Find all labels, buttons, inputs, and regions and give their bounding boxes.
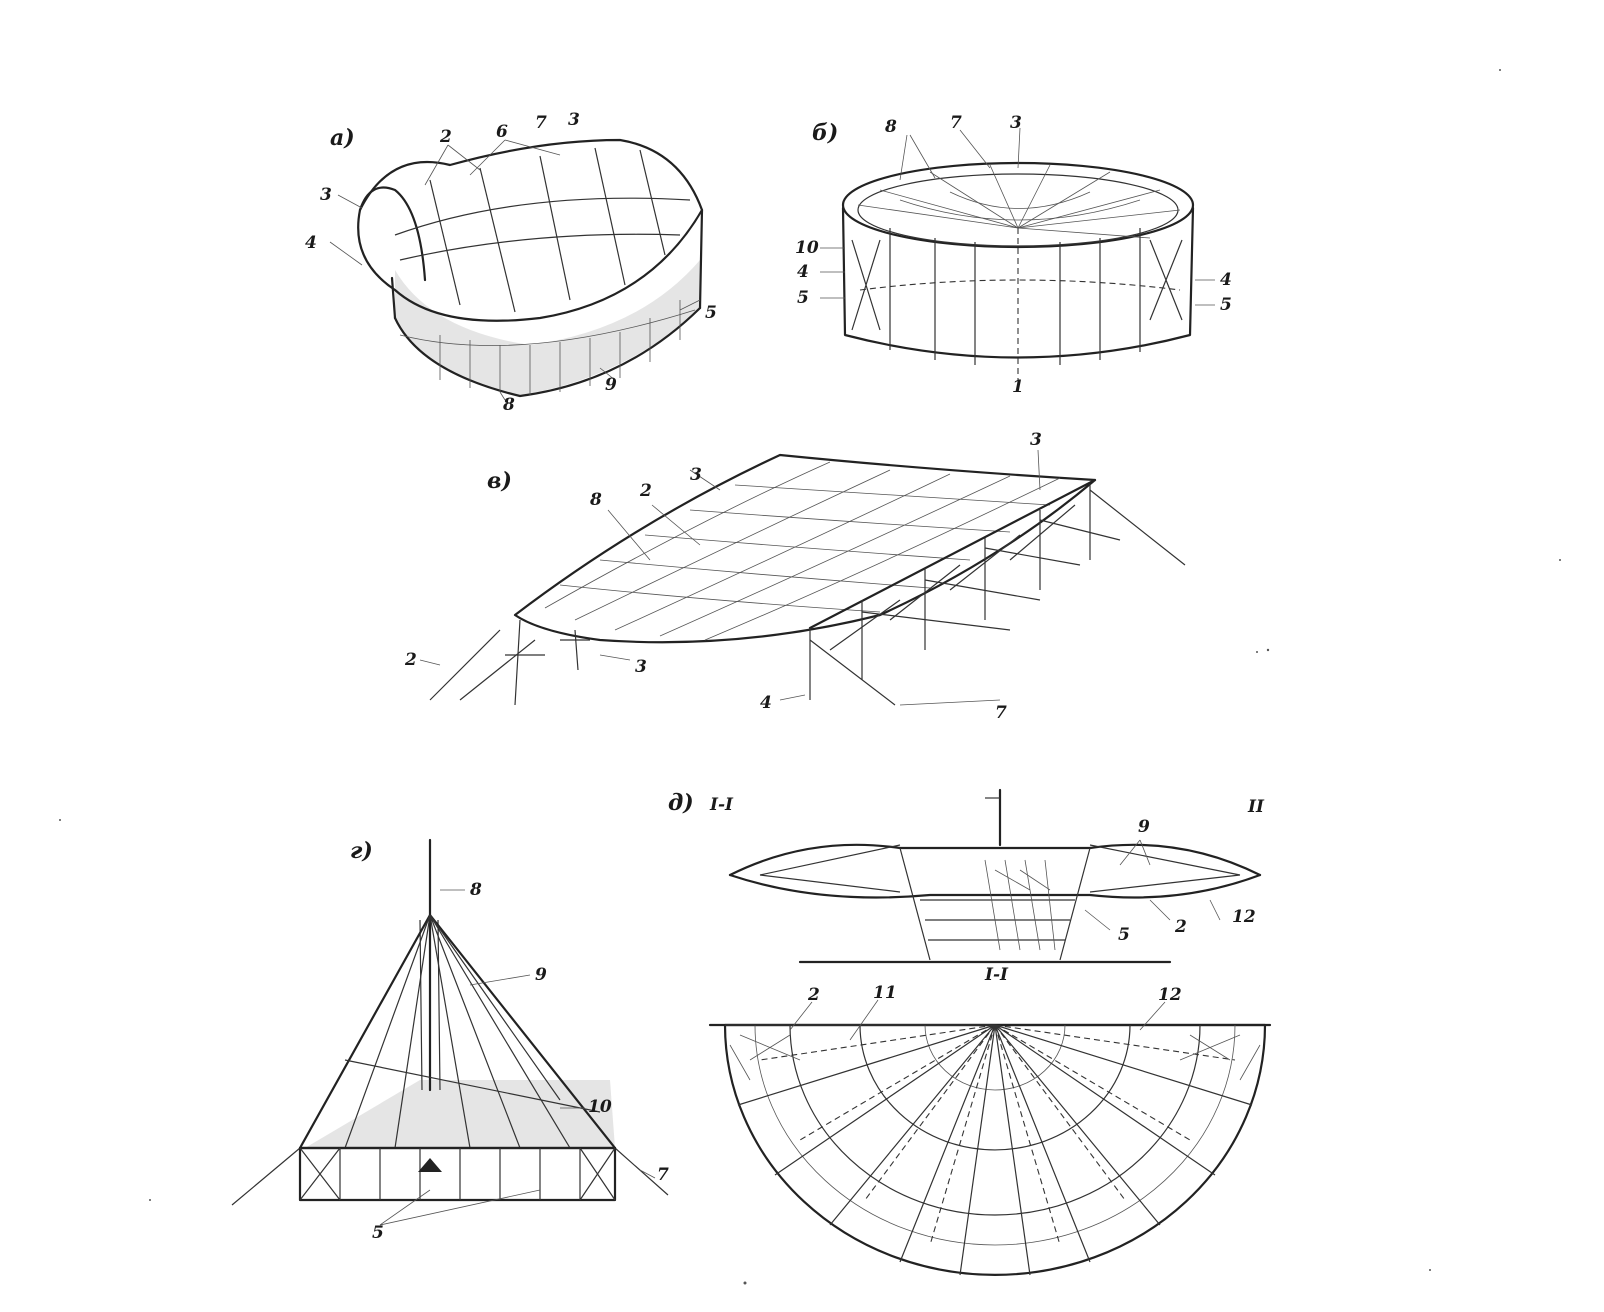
- section-label-left: I-I: [709, 795, 734, 815]
- callout-g-9: 9: [535, 965, 547, 985]
- section-label-I-I: I-I: [984, 965, 1009, 985]
- callout-a-4: 4: [305, 233, 317, 253]
- callout-a-7: 7: [535, 113, 547, 133]
- figure-g: г) 8 9 10 7 5: [231, 838, 669, 1243]
- callout-b-10: 10: [795, 238, 819, 258]
- callout-g-10: 10: [588, 1097, 612, 1117]
- callout-a-9: 9: [605, 375, 617, 395]
- sublabel-b: б): [812, 120, 838, 146]
- callout-b-1: 1: [1012, 377, 1024, 397]
- figure-b: б) 8 7 3 10 4 5 4 5 1: [795, 113, 1232, 397]
- figure-v: в) 8 2 3 3 2 3 4 7: [404, 430, 1186, 723]
- callout-d-2b: 2: [807, 985, 820, 1005]
- callout-v-4: 4: [760, 693, 772, 713]
- sublabel-g: г): [350, 838, 373, 864]
- callout-a-3b: 3: [320, 185, 332, 205]
- callout-v-3a: 3: [690, 465, 702, 485]
- callout-b-5b: 5: [1220, 295, 1232, 315]
- callout-a-6: 6: [496, 122, 508, 142]
- callout-g-8: 8: [469, 880, 482, 900]
- callout-v-8: 8: [589, 490, 602, 510]
- section-label-right: II: [1247, 797, 1265, 817]
- callout-b-5a: 5: [797, 288, 809, 308]
- callout-d-5: 5: [1118, 925, 1130, 945]
- scan-noise: [59, 69, 1561, 1285]
- sublabel-a: а): [330, 125, 355, 151]
- callout-v-7: 7: [995, 703, 1007, 723]
- sublabel-v: в): [487, 468, 512, 494]
- callout-b-4a: 4: [797, 262, 809, 282]
- callout-v-2b: 2: [404, 650, 417, 670]
- callout-d-12a: 12: [1232, 907, 1256, 927]
- callout-d-2a: 2: [1174, 917, 1187, 937]
- sublabel-d: д): [668, 790, 694, 816]
- callout-v-2: 2: [639, 481, 652, 501]
- figure-a: а) 2 6 7 3 3 4 5 8 9: [305, 110, 717, 415]
- callout-g-5: 5: [372, 1223, 384, 1243]
- callout-b-7: 7: [950, 113, 962, 133]
- callout-v-3c: 3: [635, 657, 647, 677]
- callout-b-3: 3: [1010, 113, 1022, 133]
- callout-d-11: 11: [873, 983, 897, 1003]
- callout-a-3a: 3: [568, 110, 580, 130]
- figure-d: д) I-I II I-I 9 5 2 12 2 11 12: [668, 788, 1272, 1277]
- callout-b-8: 8: [884, 117, 897, 137]
- callout-a-5: 5: [705, 303, 717, 323]
- callout-v-3b: 3: [1030, 430, 1042, 450]
- callout-d-9: 9: [1138, 817, 1150, 837]
- callout-d-12b: 12: [1158, 985, 1182, 1005]
- callout-a-8: 8: [502, 395, 515, 415]
- callout-g-7: 7: [657, 1165, 669, 1185]
- callout-b-4b: 4: [1220, 270, 1232, 290]
- callout-a-2: 2: [439, 127, 452, 147]
